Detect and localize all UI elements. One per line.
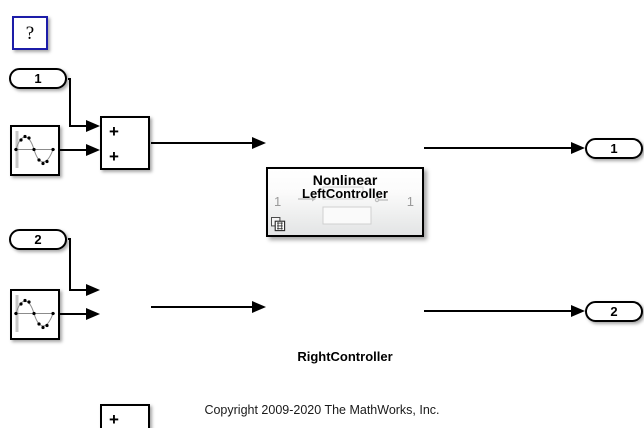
outport-1-label: 1 — [610, 141, 618, 156]
sum-sign-1: + — [109, 410, 119, 428]
left-controller-out-port-number: 1 — [406, 194, 414, 209]
model-block-badge-icon[interactable] — [271, 217, 286, 232]
left-controller-subsystem[interactable]: Nonlinear 1 1 — [266, 167, 424, 237]
info-help-block[interactable]: ? — [12, 16, 48, 50]
outport-2-label: 2 — [610, 304, 618, 319]
right-controller-label: RightController — [297, 349, 393, 364]
sine-wave-block-bottom[interactable] — [10, 289, 60, 340]
inport-1-label: 1 — [34, 71, 42, 86]
sum-sign-1: + — [109, 122, 119, 141]
left-controller-mask-title: Nonlinear — [312, 172, 378, 188]
sine-wave-icon — [14, 295, 55, 332]
inport-2-label: 2 — [34, 232, 42, 247]
sum-sign-2: + — [109, 147, 119, 166]
sum-block-bottom[interactable]: + + — [100, 404, 150, 428]
sine-wave-block-top[interactable] — [10, 125, 60, 176]
question-mark-icon: ? — [25, 22, 35, 44]
inport-1[interactable]: 1 — [9, 68, 67, 89]
sine-wave-icon — [14, 131, 55, 168]
outport-2[interactable]: 2 — [585, 301, 643, 322]
left-controller-in-port-number: 1 — [274, 194, 282, 209]
inport-2[interactable]: 2 — [9, 229, 67, 250]
left-controller-label: LeftController — [302, 186, 388, 201]
left-controller-mask-art — [298, 186, 388, 225]
outport-1[interactable]: 1 — [585, 138, 643, 159]
copyright-text: Copyright 2009-2020 The MathWorks, Inc. — [204, 403, 440, 417]
sum-block-top[interactable]: + + — [100, 116, 150, 170]
